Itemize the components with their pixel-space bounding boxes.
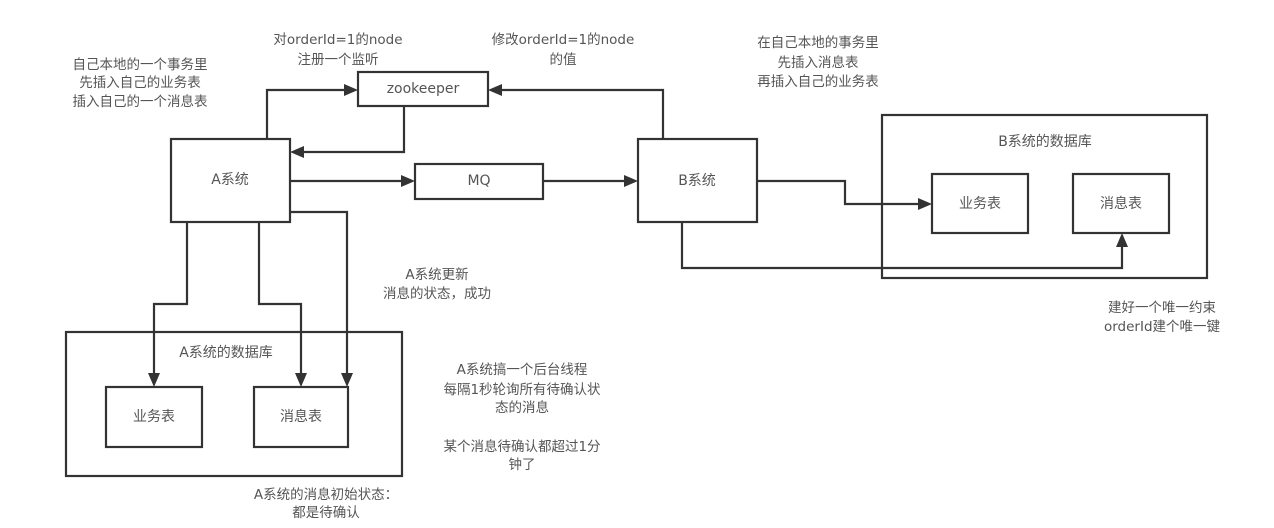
connector-b-to-b-message-table bbox=[680, 222, 1124, 270]
a-system-label: A系统 bbox=[211, 172, 249, 188]
note-b-local-transaction: 在自己本地的事务里 先插入消息表 再插入自己的业务表 bbox=[757, 35, 879, 90]
b-system-label: B系统 bbox=[678, 173, 716, 189]
note-a-background-thread: A系统搞一个后台线程 每隔1秒轮询所有待确认状 态的消息 bbox=[443, 362, 601, 416]
note-line: orderId建个唯一键 bbox=[1104, 319, 1221, 335]
note-line: 对orderId=1的node bbox=[273, 32, 402, 48]
b-message-table-label: 消息表 bbox=[1100, 195, 1142, 212]
arrow-head bbox=[290, 146, 304, 158]
connector-a-to-a-message-table bbox=[257, 222, 303, 375]
note-line: 的值 bbox=[550, 52, 577, 68]
zookeeper-label: zookeeper bbox=[387, 81, 460, 97]
note-line: A系统更新 bbox=[405, 267, 468, 283]
note-a-local-transaction: 自己本地的一个事务里 先插入自己的业务表 插入自己的一个消息表 bbox=[73, 57, 208, 110]
note-line: 某个消息待确认都超过1分 bbox=[443, 438, 600, 455]
note-line: 修改orderId=1的node bbox=[492, 32, 635, 48]
arrow-head bbox=[148, 373, 160, 387]
note-modify-node: 修改orderId=1的node 的值 bbox=[492, 32, 635, 68]
a-database-title: A系统的数据库 bbox=[179, 345, 273, 361]
note-line: 再插入自己的业务表 bbox=[757, 74, 879, 90]
note-line: 在自己本地的事务里 bbox=[757, 35, 879, 51]
arrow-head bbox=[624, 175, 638, 187]
connector-zookeeper-to-a bbox=[302, 106, 406, 154]
note-line: 插入自己的一个消息表 bbox=[73, 93, 208, 110]
note-line: 建好一个唯一约束 bbox=[1108, 300, 1216, 316]
note-a-update-status: A系统更新 消息的状态，成功 bbox=[383, 267, 491, 302]
b-business-table-label: 业务表 bbox=[959, 196, 1001, 212]
arrow-head bbox=[918, 198, 932, 210]
note-line: 每隔1秒轮询所有待确认状 bbox=[443, 382, 601, 398]
note-register-watch: 对orderId=1的node 注册一个监听 bbox=[273, 32, 402, 68]
mq-label: MQ bbox=[467, 173, 490, 189]
b-system-node bbox=[636, 137, 759, 224]
mq-node bbox=[413, 162, 545, 201]
b-message-table-node bbox=[1071, 172, 1171, 235]
note-line: 都是待确认 bbox=[292, 505, 360, 521]
b-database-title: B系统的数据库 bbox=[998, 134, 1092, 150]
note-line: 态的消息 bbox=[495, 399, 549, 416]
connector-b-to-b-business-table bbox=[757, 179, 920, 206]
arrow-head bbox=[344, 84, 358, 96]
note-line: 注册一个监听 bbox=[298, 52, 379, 68]
a-business-table-node bbox=[104, 385, 204, 449]
b-business-table-node bbox=[930, 172, 1030, 235]
note-a-initial-state: A系统的消息初始状态： 都是待确认 bbox=[254, 486, 398, 521]
note-line: 钟了 bbox=[509, 456, 536, 473]
note-timeout: 某个消息待确认都超过1分 钟了 bbox=[443, 438, 600, 473]
connector-a-to-a-business-table bbox=[152, 222, 189, 375]
a-message-table-label: 消息表 bbox=[280, 408, 322, 425]
arrow-head bbox=[1116, 233, 1128, 247]
note-line: A系统搞一个后台线程 bbox=[457, 362, 588, 378]
note-line: A系统的消息初始状态： bbox=[254, 486, 398, 503]
arrow-head bbox=[295, 373, 307, 387]
note-line: 先插入消息表 bbox=[778, 54, 859, 71]
zookeeper-node bbox=[356, 70, 490, 108]
arrow-head bbox=[401, 175, 415, 187]
note-unique-key: 建好一个唯一约束 orderId建个唯一键 bbox=[1104, 300, 1221, 335]
note-line: 自己本地的一个事务里 bbox=[73, 57, 208, 73]
a-message-table-node bbox=[252, 385, 350, 449]
connector-b-to-zookeeper bbox=[500, 88, 665, 139]
connector-a-to-zookeeper bbox=[265, 88, 346, 139]
arrow-head bbox=[341, 373, 353, 387]
connector-a-update-message-status bbox=[290, 210, 349, 375]
note-line: 消息的状态，成功 bbox=[383, 285, 491, 302]
a-business-table-label: 业务表 bbox=[133, 409, 175, 425]
note-line: 先插入自己的业务表 bbox=[79, 75, 201, 91]
arrow-head bbox=[488, 84, 502, 96]
